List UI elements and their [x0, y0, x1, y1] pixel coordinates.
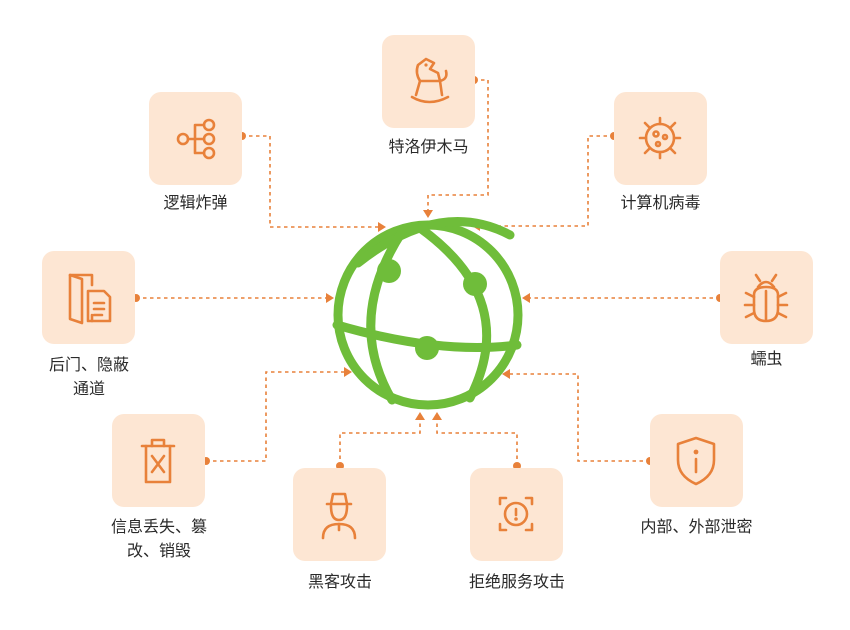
threat-worm-label: 蠕虫 — [750, 349, 783, 368]
hacker-person-icon — [321, 492, 357, 540]
connector-dos — [432, 412, 521, 470]
threat-backdoor-tile — [42, 251, 135, 344]
threat-virus-label: 计算机病毒 — [620, 193, 701, 212]
virus-icon — [638, 116, 682, 160]
threat-backdoor-label-line2: 通道 — [72, 379, 105, 398]
threat-backdoor-label: 后门、隐蔽 通道 — [36, 353, 142, 401]
connector-backdoor — [132, 293, 334, 303]
threat-info-loss-label: 信息丢失、篡 改、销毁 — [99, 515, 219, 563]
threat-hacker-tile — [293, 468, 386, 561]
rocking-horse-icon — [410, 57, 450, 104]
connector-virus — [472, 132, 618, 231]
threat-logic-bomb-label: 逻辑炸弹 — [163, 193, 228, 212]
connector-hacker — [336, 412, 425, 470]
connector-info-loss — [202, 367, 352, 465]
threat-trojan-tile — [382, 35, 475, 128]
threat-info-loss-label-line2: 改、销毁 — [126, 541, 191, 560]
branch-nodes-icon — [176, 118, 216, 160]
globe-network-icon — [332, 217, 523, 410]
threat-info-loss-label-line1: 信息丢失、篡 — [110, 517, 207, 536]
connector-logic-bomb — [238, 132, 386, 232]
target-alert-icon — [498, 496, 534, 532]
threat-trojan-label: 特洛伊木马 — [388, 137, 469, 156]
threat-hacker-label: 黑客攻击 — [307, 572, 372, 591]
shield-info-icon — [676, 436, 716, 486]
bug-icon — [743, 273, 789, 323]
threat-dos-tile — [470, 468, 563, 561]
threat-backdoor-label-line1: 后门、隐蔽 — [48, 355, 129, 374]
threat-logic-bomb-tile — [149, 92, 242, 185]
threat-dos-label: 拒绝服务攻击 — [468, 572, 565, 591]
connector-insider — [502, 369, 654, 465]
threat-insider-tile — [650, 414, 743, 507]
connector-worm — [522, 293, 724, 303]
threat-insider-label: 内部、外部泄密 — [640, 517, 753, 536]
threat-worm-tile — [720, 251, 813, 344]
threat-virus-tile — [614, 92, 707, 185]
threat-info-loss-tile — [112, 414, 205, 507]
door-document-icon — [68, 273, 112, 325]
trash-bin-icon — [140, 438, 176, 484]
